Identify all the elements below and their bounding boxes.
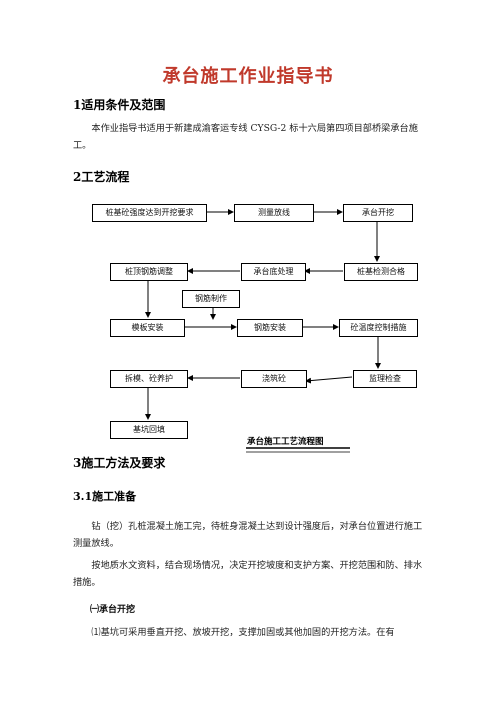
flow-box-rebar-adjust: 桩顶钢筋调整	[110, 263, 188, 281]
flow-box-temp-control: 砼温度控制措施	[339, 319, 418, 337]
section-heading-1: 1适用条件及范围	[73, 98, 166, 112]
arrow-b13-b12	[305, 376, 353, 384]
section-3-paragraph-3: ⑴基坑可采用垂直开挖、放坡开挖，支撑加固或其他加固的开挖方法。在有	[91, 627, 395, 638]
flow-box-survey: 测量放线	[234, 204, 314, 222]
section-3-paragraph-2: 按地质水文资料，结合现场情况，决定开挖坡度和支护方案、开挖范围和防、排水措施。	[73, 560, 423, 588]
flow-box-base-treatment: 承台底处理	[241, 263, 306, 281]
section-1-paragraph: 本作业指导书适用于新建成渝客运专线 CYSG-2 标十六局第四项目部桥梁承台施工…	[73, 123, 418, 151]
flow-box-excavation: 承台开挖	[343, 204, 413, 222]
flowchart-caption: 承台施工工艺流程图	[247, 437, 324, 447]
section-heading-3: 3施工方法及要求	[73, 456, 166, 470]
flow-box-formwork: 模板安装	[110, 319, 185, 337]
subsection-heading-excavation: ㈠承台开挖	[90, 605, 136, 615]
section-3-paragraph-1: 钻（挖）孔桩混凝土施工完，待桩身混凝土达到设计强度后，对承台位置进行施工测量放线…	[73, 521, 423, 549]
page-title: 承台施工作业指导书	[162, 66, 334, 87]
flow-box-demold-cure: 拆模、砼养护	[110, 370, 188, 388]
flow-box-rebar-make: 钢筋制作	[182, 290, 240, 308]
flow-box-pour: 浇筑砼	[241, 370, 307, 388]
flow-box-pile-strength: 桩基砼强度达到开挖要求	[92, 204, 207, 222]
flow-box-inspection: 监理检查	[353, 370, 417, 388]
section-heading-2: 2工艺流程	[73, 170, 130, 184]
flow-box-rebar-install: 钢筋安装	[237, 319, 303, 337]
flow-box-pile-test: 桩基检测合格	[344, 263, 418, 281]
subsection-heading-3-1: 3.1施工准备	[73, 490, 137, 503]
flow-box-backfill: 基坑回填	[110, 421, 188, 439]
